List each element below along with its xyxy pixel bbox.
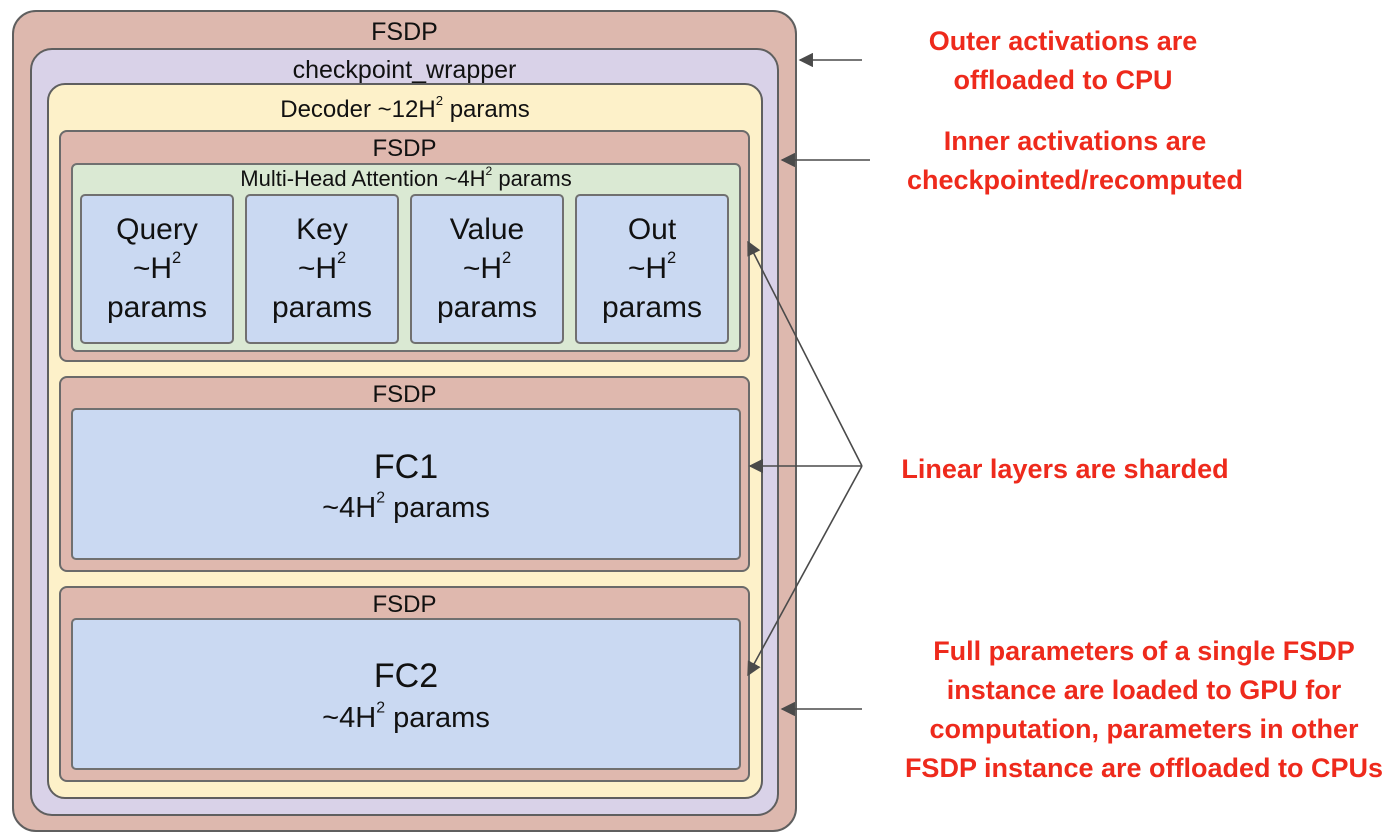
fc1-size: ~4H2 params: [322, 489, 490, 524]
decoder-label: Decoder ~12H2 params: [280, 93, 530, 123]
key-param-box: Key ~H2 params: [245, 194, 399, 344]
inner-activations-note: Inner activations are checkpointed/recom…: [906, 126, 1244, 195]
out-size: ~H2: [627, 249, 677, 285]
key-unit: params: [271, 291, 373, 324]
fc1-box: FC1 ~4H2 params: [71, 408, 741, 560]
value-name: Value: [449, 213, 525, 246]
query-param-box: Query ~H2 params: [80, 194, 234, 344]
query-name: Query: [116, 213, 198, 246]
multi-head-attention-label: Multi-Head Attention ~4H2 params: [240, 164, 572, 191]
outer-activations-note: Outer activations are offloaded to CPU: [928, 26, 1198, 95]
outer-fsdp-label: FSDP: [371, 18, 438, 46]
linear-to-attention-arrow: [747, 240, 863, 467]
linear-to-fc2-arrow: [747, 465, 863, 677]
out-unit: params: [601, 291, 703, 324]
out-param-box: Out ~H2 params: [575, 194, 729, 344]
fc2-box: FC2 ~4H2 params: [71, 618, 741, 770]
out-name: Out: [627, 213, 677, 246]
key-size: ~H2: [297, 249, 347, 285]
value-param-box: Value ~H2 params: [410, 194, 564, 344]
query-size: ~H2: [132, 249, 182, 285]
linear-layers-note: Linear layers are sharded: [901, 454, 1229, 484]
full-parameters-note: Full parameters of a single FSDP instanc…: [904, 636, 1384, 783]
fc1-fsdp-label: FSDP: [372, 381, 437, 408]
fc2-fsdp-label: FSDP: [372, 591, 437, 618]
query-unit: params: [106, 291, 208, 324]
value-unit: params: [436, 291, 538, 324]
value-size: ~H2: [462, 249, 512, 285]
fc2-name: FC2: [373, 657, 439, 695]
checkpoint-wrapper-label: checkpoint_wrapper: [292, 56, 517, 84]
fc1-name: FC1: [373, 448, 439, 486]
key-name: Key: [296, 213, 348, 246]
fc2-size: ~4H2 params: [322, 699, 490, 734]
attention-fsdp-label: FSDP: [372, 135, 437, 162]
